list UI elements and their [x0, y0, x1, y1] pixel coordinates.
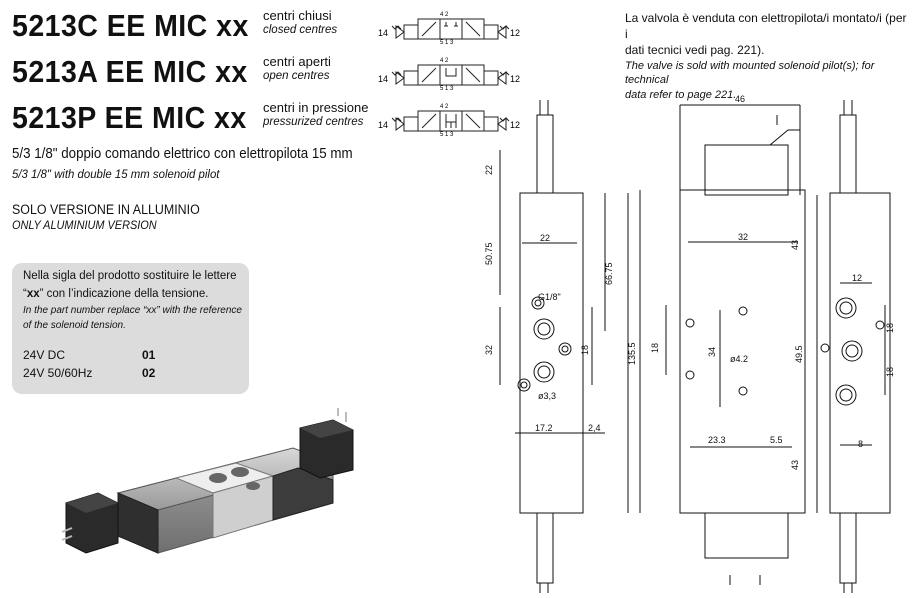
product-code-5213p: 5213P EE MIC xx	[12, 102, 247, 133]
product-code-5213a: 5213A EE MIC xx	[12, 56, 248, 87]
dim-50-75: 50.75	[484, 242, 494, 265]
info-it-line-1: La valvola è venduta con elettropilota/i…	[625, 11, 907, 42]
subtitle-en: 5/3 1/8" with double 15 mm solenoid pilo…	[12, 167, 220, 181]
voltage-dc-code: 01	[142, 348, 156, 362]
label-en: closed centres	[263, 23, 338, 36]
dim-34: 34	[707, 347, 717, 357]
code-text: 5213P EE MIC	[12, 100, 206, 135]
dim-18-left: 18	[580, 345, 590, 355]
symbol-open-centres: 14 12 4 2 5 1 3	[378, 58, 520, 92]
label-en: pressurized centres	[263, 115, 364, 128]
voltage-ac-code: 02	[142, 366, 156, 380]
dim-2-4: 2,4	[588, 423, 601, 433]
dim-46: 46	[735, 94, 745, 104]
info-en-line-1: The valve is sold with mounted solenoid …	[625, 59, 875, 87]
dim-22-vertical: 22	[484, 165, 494, 175]
version-it: SOLO VERSIONE IN ALLUMINIO	[12, 202, 200, 217]
top-ports-label: 4 2	[440, 58, 449, 64]
dim-8: 8	[858, 439, 863, 449]
drawing-side-view-right	[820, 100, 891, 593]
product-code-5213c: 5213C EE MIC xx	[12, 10, 249, 41]
dim-5-5: 5.5	[770, 435, 783, 445]
code-text: 5213C EE MIC	[12, 8, 208, 43]
drawing-side-view-left	[499, 100, 629, 593]
port-14-label: 14	[378, 28, 388, 38]
dim-43-bottom: 43	[790, 460, 800, 470]
port-14-label: 14	[378, 120, 388, 130]
dim-22-width: 22	[540, 233, 550, 243]
note-line-2-text: ” con l’indicazione della tensione.	[39, 288, 209, 300]
tension-note-box: Nella sigla del prodotto sostituire le l…	[12, 263, 249, 394]
bottom-ports-label: 5 1 3	[440, 132, 454, 138]
port-12-label: 12	[510, 120, 520, 130]
symbol-pressurized-centres: 14 12 4 2 5 1 3	[378, 104, 520, 138]
hole-3-3-label: ø3,3	[538, 391, 556, 401]
dim-43-top: 43	[790, 240, 800, 250]
bottom-ports-label: 5 1 3	[440, 86, 454, 92]
bottom-ports-label: 5 1 3	[440, 40, 454, 46]
dim-66-75: 66.75	[604, 262, 614, 285]
code-suffix: xx	[216, 8, 249, 43]
dim-49-5: 49.5	[794, 345, 804, 363]
code-placeholder: xx	[26, 288, 40, 300]
info-en-line-2: data refer to page 221.	[625, 89, 737, 102]
dim-18-middle: 18	[650, 343, 660, 353]
voltage-ac-label: 24V 50/60Hz	[23, 366, 93, 380]
variant-label-pressurized: centri in pressione pressurized centres	[263, 100, 369, 129]
technical-drawing: 22 50.75 32 22 66.75 135.5 G1/8" ø3,3 18…	[484, 94, 895, 593]
variant-label-closed: centri chiusi closed centres	[263, 8, 338, 37]
note-line-4: of the solenoid tension.	[23, 320, 126, 331]
port-12-label: 12	[510, 28, 520, 38]
dim-23-3: 23.3	[708, 435, 726, 445]
subtitle-it: 5/3 1/8" doppio comando elettrico con el…	[12, 146, 353, 162]
quote-open: “	[23, 288, 27, 300]
label-it: centri chiusi	[263, 8, 332, 23]
note-line-3: In the part number replace “xx” with the…	[23, 305, 242, 316]
port-12-label: 12	[510, 74, 520, 84]
hole-4-2-label: ø4.2	[730, 354, 748, 364]
dim-18-right-bottom: 18	[885, 367, 895, 377]
voltage-dc-label: 24V DC	[23, 348, 66, 362]
valve-symbols: 14 12 4 2 5 1 3 14 12 4 2 5 1 3 14	[378, 12, 520, 138]
top-ports-label: 4 2	[440, 12, 449, 18]
symbol-closed-centres: 14 12 4 2 5 1 3	[378, 12, 520, 46]
valve-product-image	[61, 408, 354, 554]
drawing-top-view	[639, 104, 818, 585]
code-suffix: xx	[215, 54, 248, 89]
label-it: centri aperti	[263, 54, 331, 69]
top-ports-label: 4 2	[440, 104, 449, 110]
note-line-1: Nella sigla del prodotto sostituire le l…	[23, 270, 237, 282]
dimension-labels: 22 50.75 32 22 66.75 135.5 G1/8" ø3,3 18…	[484, 94, 895, 470]
code-suffix: xx	[214, 100, 247, 135]
port-14-label: 14	[378, 74, 388, 84]
version-en: ONLY ALUMINIUM VERSION	[12, 220, 157, 232]
dim-17-2: 17.2	[535, 423, 553, 433]
label-en: open centres	[263, 69, 330, 82]
variant-label-open: centri aperti open centres	[263, 54, 331, 83]
port-size-label: G1/8"	[538, 292, 561, 302]
label-it: centri in pressione	[263, 100, 369, 115]
code-text: 5213A EE MIC	[12, 54, 207, 89]
info-it-line-2: dati tecnici vedi pag. 221).	[625, 43, 765, 58]
dim-32-middle: 32	[738, 232, 748, 242]
dim-18-right-top: 18	[885, 323, 895, 333]
dim-135-5: 135.5	[627, 342, 637, 365]
info-text: La valvola è venduta con elettropilota/i…	[625, 10, 910, 103]
note-line-2: “xx” con l’indicazione della tensione.	[23, 287, 208, 303]
dim-32-left: 32	[484, 345, 494, 355]
dim-12: 12	[852, 273, 862, 283]
